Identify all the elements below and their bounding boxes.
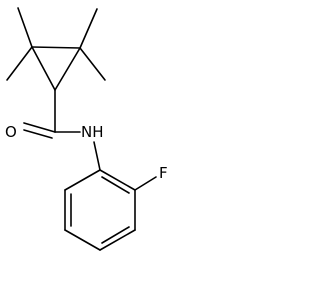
bond-ring-c1-c2 [31,46,56,91]
bond-methyl-3 [79,8,98,49]
bond-ring-to-fluorine [134,176,157,191]
methyl-groups [6,7,106,81]
bond-methyl-1 [17,7,33,48]
bond-ring-c2-c3 [31,46,81,49]
cyclopropane-ring [31,46,81,91]
oxygen-label: O [5,123,17,141]
bond-methyl-4 [79,47,106,81]
bond-ar-4-5 [64,229,101,251]
bond-nitrogen-to-ring [93,141,101,171]
fluorine-label: F [159,164,168,182]
benzene-ring [64,169,136,251]
bond-ar-1-2 [99,169,136,191]
amide-group: O NH [5,89,104,171]
bond-carbonyl-double-2 [23,129,53,139]
bond-ar-6-1 [64,169,101,191]
bond-ar-3-4 [99,229,136,251]
nitrogen-label: NH [81,123,104,141]
bond-carbonyl-double-1 [23,122,56,133]
fluorine-substituent: F [134,164,168,191]
bond-ar-double-a [101,176,130,194]
bond-ar-double-b [101,226,130,244]
bond-methyl-2 [6,46,33,81]
bond-ring-c3-c1 [54,47,81,91]
structure-diagram: O NH F [5,7,168,251]
